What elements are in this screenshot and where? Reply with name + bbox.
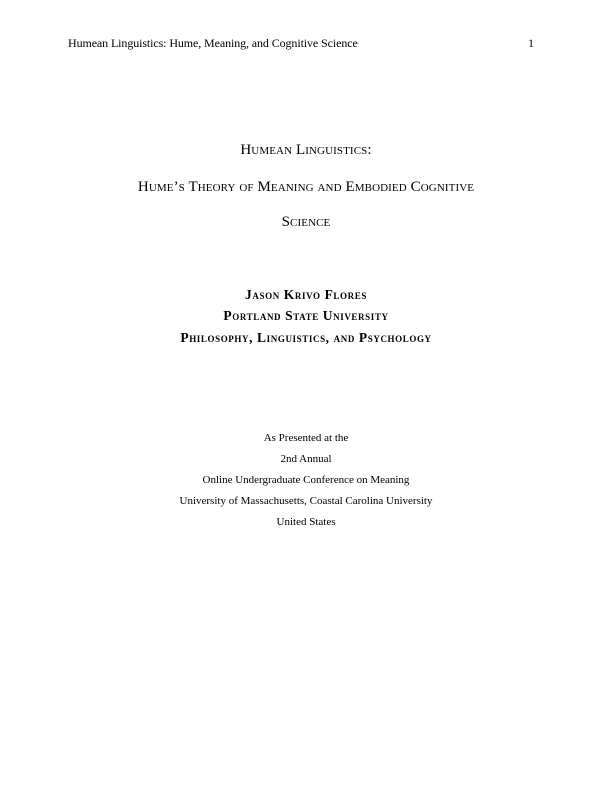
title-line-2: Hume’s Theory of Meaning and Embodied Co… xyxy=(137,179,475,195)
author-institution: Portland State University xyxy=(223,308,389,323)
presentation-line-1: As Presented at the xyxy=(263,432,349,444)
running-head: Humean Linguistics: Hume, Meaning, and C… xyxy=(68,36,358,50)
conference-name: Online Undergraduate Conference on Meani… xyxy=(202,474,410,486)
author-departments: Philosophy, Linguistics, and Psychology xyxy=(180,330,432,345)
author-name: Jason Krivo Flores xyxy=(245,287,367,302)
presentation-line-2: 2nd Annual xyxy=(280,453,332,465)
country: United States xyxy=(276,516,336,528)
page-number: 1 xyxy=(528,36,534,50)
title-line-3: Science xyxy=(281,214,331,230)
title-line-1: Humean Linguistics: xyxy=(240,142,372,158)
host-universities: University of Massachusetts, Coastal Car… xyxy=(179,495,433,507)
